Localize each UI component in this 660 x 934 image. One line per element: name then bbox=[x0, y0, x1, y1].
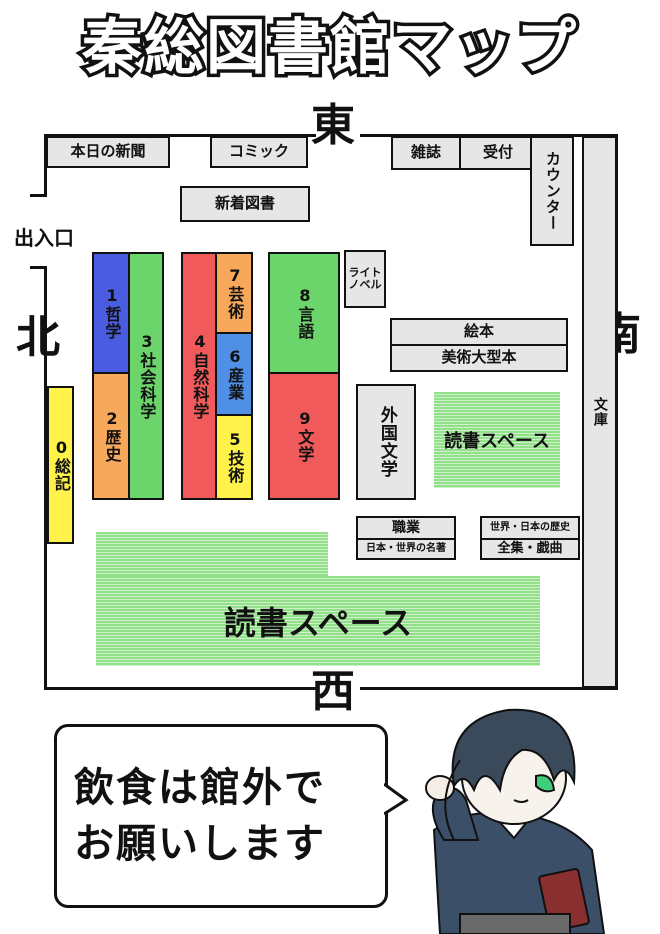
philosophy-shelf: 1哲学 bbox=[92, 252, 130, 374]
direction-east: 東 bbox=[311, 100, 355, 151]
new-books-shelf: 新着図書 bbox=[180, 186, 310, 222]
reading-space-large-top bbox=[96, 532, 328, 580]
librarian-character-illustration bbox=[425, 708, 606, 934]
foreign-literature-shelf: 外国文学 bbox=[356, 384, 416, 500]
arts-shelf: 7芸術 bbox=[215, 252, 253, 334]
entrance-label: 出入口 bbox=[14, 226, 74, 250]
reception-desk: 受付 bbox=[459, 136, 537, 170]
wall-left-lower-hook bbox=[30, 266, 47, 269]
collections-shelf: 全集・戯曲 bbox=[480, 538, 580, 560]
wall-bottom-right bbox=[360, 687, 618, 690]
counter: カウンター bbox=[530, 136, 574, 246]
social-science-shelf: 3社会科学 bbox=[128, 252, 164, 500]
wall-left-lower bbox=[44, 266, 47, 690]
natural-science-shelf: 4自然科学 bbox=[181, 252, 217, 500]
bunko-shelf: 文庫 bbox=[582, 136, 617, 688]
counter-top-edge bbox=[391, 136, 537, 139]
masterpieces-shelf: 日本・世界の名著 bbox=[356, 538, 456, 560]
technology-shelf: 5技術 bbox=[215, 414, 253, 500]
industry-shelf: 6産業 bbox=[215, 332, 253, 416]
speech-bubble-tail bbox=[384, 782, 409, 816]
magazine-shelf: 雑誌 bbox=[391, 136, 461, 170]
page-title: 秦総図書館マップ bbox=[79, 10, 580, 87]
reading-space-small: 読書スペース bbox=[434, 392, 560, 488]
literature-shelf: 9文学 bbox=[268, 372, 340, 500]
world-history-shelf: 世界・日本の歴史 bbox=[480, 516, 580, 540]
wall-top-left bbox=[44, 134, 316, 137]
picture-book-shelf: 絵本 bbox=[390, 318, 568, 346]
career-shelf: 職業 bbox=[356, 516, 456, 540]
newspaper-shelf: 本日の新聞 bbox=[46, 136, 170, 168]
notice-line-1: 飲食は館外で bbox=[74, 765, 326, 811]
wall-bottom-left bbox=[44, 687, 316, 690]
art-large-books-shelf: 美術大型本 bbox=[390, 344, 568, 372]
notice-line-2: お願いします bbox=[74, 821, 326, 867]
wall-left-upper bbox=[44, 134, 47, 196]
direction-west: 西 bbox=[311, 666, 355, 717]
history-shelf: 2歴史 bbox=[92, 372, 130, 500]
general-works-shelf: 0総記 bbox=[47, 386, 74, 544]
direction-north: 北 bbox=[16, 312, 60, 363]
light-novel-shelf: ライトノベル bbox=[344, 250, 386, 308]
reading-space-large: 読書スペース bbox=[96, 576, 540, 666]
comic-shelf: コミック bbox=[210, 136, 308, 168]
speech-bubble bbox=[54, 724, 388, 908]
language-shelf: 8言語 bbox=[268, 252, 340, 374]
wall-top-right bbox=[360, 134, 618, 137]
wall-left-upper-hook bbox=[30, 194, 47, 197]
